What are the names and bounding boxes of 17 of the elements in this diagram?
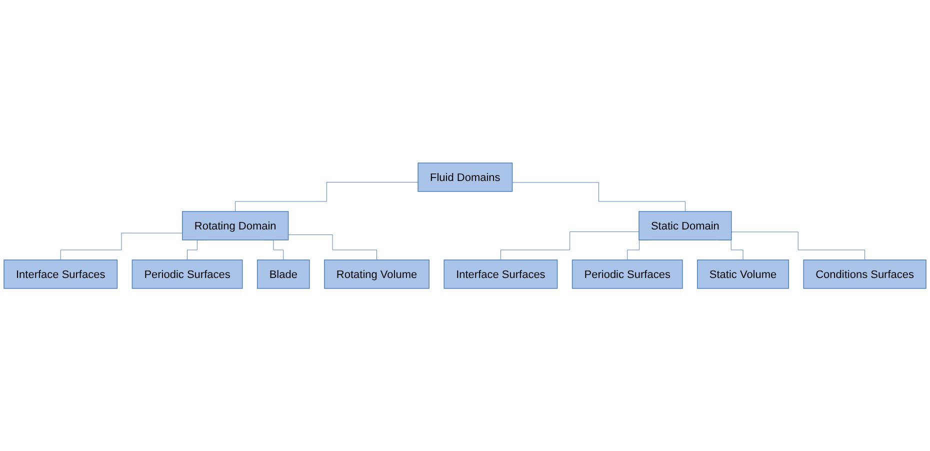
node-box: Periodic Surfaces xyxy=(572,259,683,289)
node-box: Static Volume xyxy=(697,259,789,289)
node-box: Interface Surfaces xyxy=(444,259,558,289)
node-box: Conditions Surfaces xyxy=(803,259,926,289)
node-box: Rotating Domain xyxy=(182,210,289,240)
connector xyxy=(500,231,640,260)
node-box: Interface Surfaces xyxy=(4,259,118,289)
node-box: Blade xyxy=(256,259,310,289)
node-box: Fluid Domains xyxy=(418,162,513,192)
node-box: Rotating Volume xyxy=(324,259,430,289)
connector xyxy=(235,182,418,212)
connector xyxy=(731,231,866,260)
connector xyxy=(288,234,378,260)
connector xyxy=(60,232,183,260)
node-box: Static Domain xyxy=(638,210,732,240)
node-box: Periodic Surfaces xyxy=(132,259,243,289)
connector xyxy=(512,182,686,212)
